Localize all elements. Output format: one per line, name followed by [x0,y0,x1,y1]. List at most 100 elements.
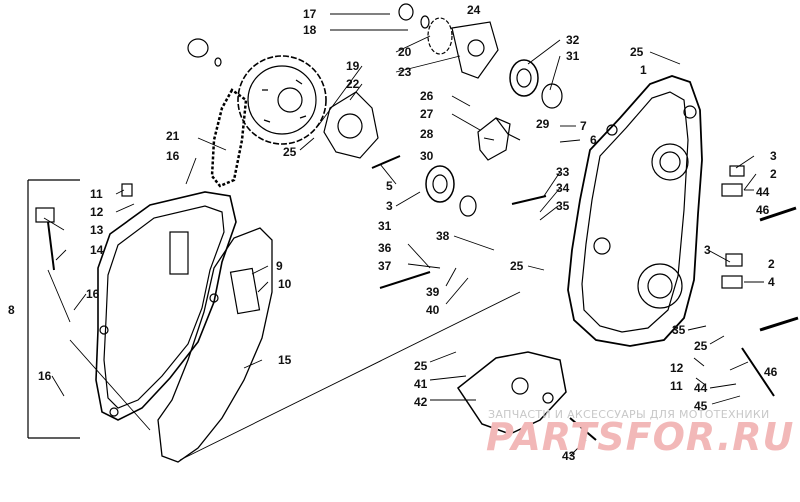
callout: 12 [90,205,104,219]
callout: 29 [536,117,550,131]
callout: 44 [756,185,770,199]
support-bracket [456,351,567,435]
callout: 3 [386,199,393,213]
callout: 41 [414,377,428,391]
callout: 2 [770,167,777,181]
watermark-tagline: ЗАПЧАСТИ И АКСЕССУАРЫ ДЛЯ МОТОТЕХНИКИ [488,408,770,421]
cover-bolt-hole [109,407,119,417]
callout: 25 [283,145,297,159]
large-sprocket-inner [247,65,317,135]
callout: 16 [166,149,180,163]
callout: 3 [704,243,711,257]
sensor-13 [47,221,55,271]
chaincase-housing [567,75,703,347]
large-sprocket [237,55,327,145]
callout: 25 [630,45,644,59]
spacer [398,3,414,21]
callout: 12 [670,361,684,375]
callout: 10 [278,277,292,291]
callout: 14 [90,243,104,257]
callout: 24 [467,3,481,17]
snap-ring [459,195,477,217]
callout: 20 [398,45,412,59]
callout: 38 [436,229,450,243]
tensioner-bracket [477,117,511,161]
callout: 22 [346,77,360,91]
assembly-bracket-8 [27,179,80,439]
gasket [157,227,273,463]
callout: 16 [86,287,100,301]
callout: 4 [768,275,775,289]
callout: 44 [694,381,708,395]
bearing [509,59,539,97]
cover-bolt-hole [209,293,219,303]
callout: 18 [303,23,317,37]
callout: 37 [378,259,392,273]
callout: 6 [590,133,597,147]
bolt-46-upper [759,206,797,222]
bearing-retainer-plate [451,21,499,79]
leader-lines [43,13,764,461]
bolt-45 [759,316,799,332]
callout: 46 [756,203,770,217]
callout: 7 [580,119,587,133]
callout: 1 [640,63,647,77]
callout: 27 [420,107,434,121]
callout: 28 [420,127,434,141]
callout: 34 [556,181,570,195]
housing-bore-upper [651,143,689,181]
callout: 25 [510,259,524,273]
callout: 33 [556,165,570,179]
bolt-46-lower [741,347,775,397]
snap-ring [541,83,563,109]
callout: 11 [90,187,103,201]
callout: 15 [278,353,292,367]
callout: 31 [566,49,580,63]
cover-plate [169,231,189,275]
housing-bore-lower [637,263,683,309]
chaincase-cover-inner [103,205,225,409]
callout: 5 [386,179,393,193]
callout: 19 [346,59,360,73]
callout: 46 [764,365,778,379]
callout: 36 [378,241,392,255]
callout: 42 [414,395,428,409]
bearing [425,165,455,203]
callout: 23 [398,65,412,79]
callout: 11 [670,379,683,393]
bearing-retainer-plate [323,91,379,159]
chaincase-housing-inner [581,91,689,333]
callout: 45 [694,399,708,413]
gasket-tab [229,267,261,315]
chaincase-cover [95,191,237,421]
callout: 9 [276,259,283,273]
callout: 31 [378,219,392,233]
bolt-37 [379,271,431,289]
drive-chain [210,88,248,188]
bolt-33 [511,195,547,205]
cover-bolt-hole [99,325,109,335]
tensioner-arm [495,117,521,141]
callout: 40 [426,303,440,317]
callout: 13 [90,223,104,237]
callout: 30 [420,149,434,163]
callout: 8 [8,303,15,317]
callout: 21 [166,129,180,143]
washer [214,57,222,67]
callout: 32 [566,33,580,47]
washer [420,15,430,29]
callout: 3 [770,149,777,163]
callout: 25 [694,339,708,353]
large-sprocket-hub [277,87,303,113]
callout: 17 [303,7,317,21]
callout: 2 [768,257,775,271]
stud-5 [371,155,401,169]
small-sprocket [427,17,453,55]
bolt-43 [569,417,597,441]
bushing [187,38,209,58]
callout: 26 [420,89,434,103]
callout: 35 [556,199,570,213]
callout: 39 [426,285,440,299]
watermark-brand: PARTSFOR.RU [486,415,795,459]
